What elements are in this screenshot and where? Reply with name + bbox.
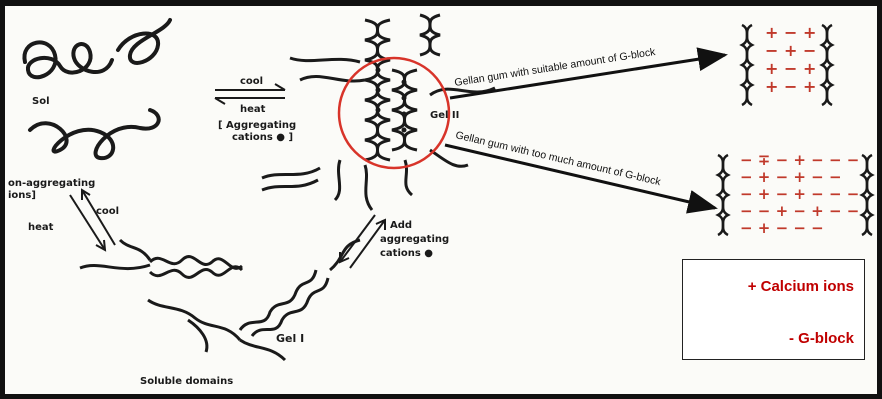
svg-text:− + − − −: − + − − − (740, 219, 824, 237)
label-heat-top: heat (240, 104, 266, 115)
label-non-aggregating-1: on-aggregating (8, 178, 95, 189)
label-add-aggregating-3: cations ● (380, 248, 433, 259)
svg-text:+ − +: + − + (765, 23, 816, 42)
label-cool-left: cool (96, 206, 119, 217)
label-heat-left: heat (28, 222, 54, 233)
legend-box: + Calcium ions - G-block (682, 259, 865, 360)
svg-text:− ∓ − + − − −: − ∓ − + − − − (740, 151, 859, 169)
label-aggregating-cations-1: [ Aggregating (218, 120, 296, 131)
equilibrium-arrows-middle (340, 215, 385, 268)
svg-text:+ − +: + − + (765, 77, 816, 96)
label-soluble-domains: Soluble domains (140, 376, 233, 387)
label-non-aggregating-2: ions] (8, 190, 36, 201)
label-gellan-too-much: Gellan gum with too much amount of G-blo… (454, 129, 662, 188)
svg-text:− + − + − −: − + − + − − (740, 168, 842, 186)
label-cool-top: cool (240, 76, 263, 87)
label-aggregating-cations-2: cations ● ] (232, 132, 293, 143)
label-add-aggregating-1: Add (390, 220, 412, 231)
excess-ion-marks: − ∓ − + − − − − + − + − − − + − + − − − … (740, 151, 859, 237)
label-gel-one: Gel I (276, 332, 304, 345)
equilibrium-arrows-top (215, 84, 285, 104)
svg-text:− − + − + − −: − − + − + − − (740, 202, 859, 220)
svg-text:+ − +: + − + (765, 59, 816, 78)
svg-text:− + −: − + − (765, 41, 816, 60)
legend-calcium-ions: + Calcium ions (748, 278, 854, 295)
svg-text:− + − + − − −: − + − + − − − (740, 185, 859, 203)
gel-one-helices (80, 168, 360, 360)
central-helix-aggregate (290, 15, 495, 210)
sol-random-coils (24, 20, 170, 158)
suitable-ion-marks: + − + − + − + − + + − + (765, 23, 816, 96)
label-sol: Sol (32, 96, 50, 107)
label-add-aggregating-2: aggregating (380, 234, 449, 245)
label-gel-two: Gel II (430, 110, 459, 121)
equilibrium-arrows-left (70, 190, 115, 250)
legend-g-block: - G-block (789, 330, 854, 347)
